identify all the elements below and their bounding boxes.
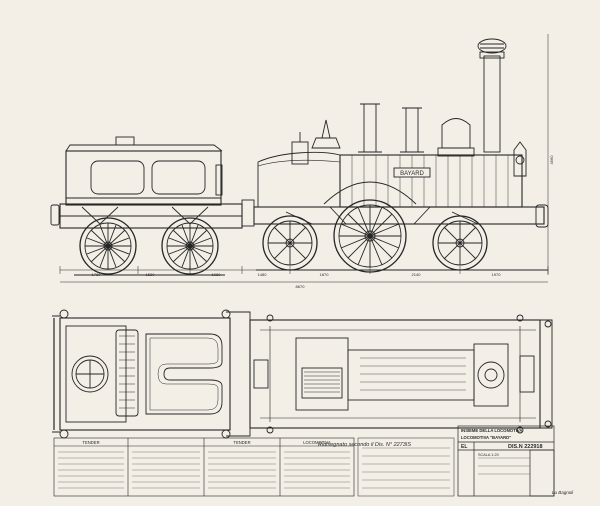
overall-height-value: 4560 (549, 155, 554, 165)
side-dimension-lines (59, 34, 549, 283)
dimension-value: 1480 (258, 272, 268, 277)
plan-view (52, 309, 553, 439)
header-code: EL (461, 444, 467, 450)
dimension-value: 1870 (320, 272, 330, 277)
title-line-1: INSIEME DELLA LOCOMOTIVA (461, 428, 522, 433)
locomotive-side-view (241, 38, 549, 273)
table-header-locomotiva: LOCOMOTIVA (303, 440, 331, 445)
signature: Lu Bagnoli (552, 490, 574, 495)
handwritten-note: Ridisegnato secondo il Dis. N° 2273IS (318, 442, 411, 448)
title-line-2: LOCOMOTIVA "BAYARD" (461, 435, 511, 440)
dimension-value: 1980 (212, 272, 222, 277)
tender-plan-view (52, 309, 251, 439)
table-header-tender-2: TENDER (233, 440, 250, 445)
notes-table (357, 437, 455, 497)
table-header-tender: TENDER (82, 440, 99, 445)
drawing-number: DIS.N 222918 (508, 444, 543, 450)
overall-length-value: 8670 (296, 284, 306, 289)
locomotive-plan-view (249, 314, 553, 434)
dimension-value: 1780 (92, 272, 102, 277)
bayard-nameplate: BAYARD (400, 171, 424, 177)
tender-side-view (50, 136, 243, 276)
dimension-value: 1970 (492, 272, 502, 277)
side-dimension-values: 1780 1520 1980 1480 1870 2140 1970 8670 … (92, 155, 554, 289)
side-elevation (50, 34, 549, 283)
dimension-value: 1520 (146, 272, 156, 277)
dimension-value: 2140 (412, 272, 422, 277)
title-block (457, 425, 555, 497)
technical-data-table (53, 437, 355, 497)
drawing-scale: SCALA 1:20 (478, 453, 499, 457)
